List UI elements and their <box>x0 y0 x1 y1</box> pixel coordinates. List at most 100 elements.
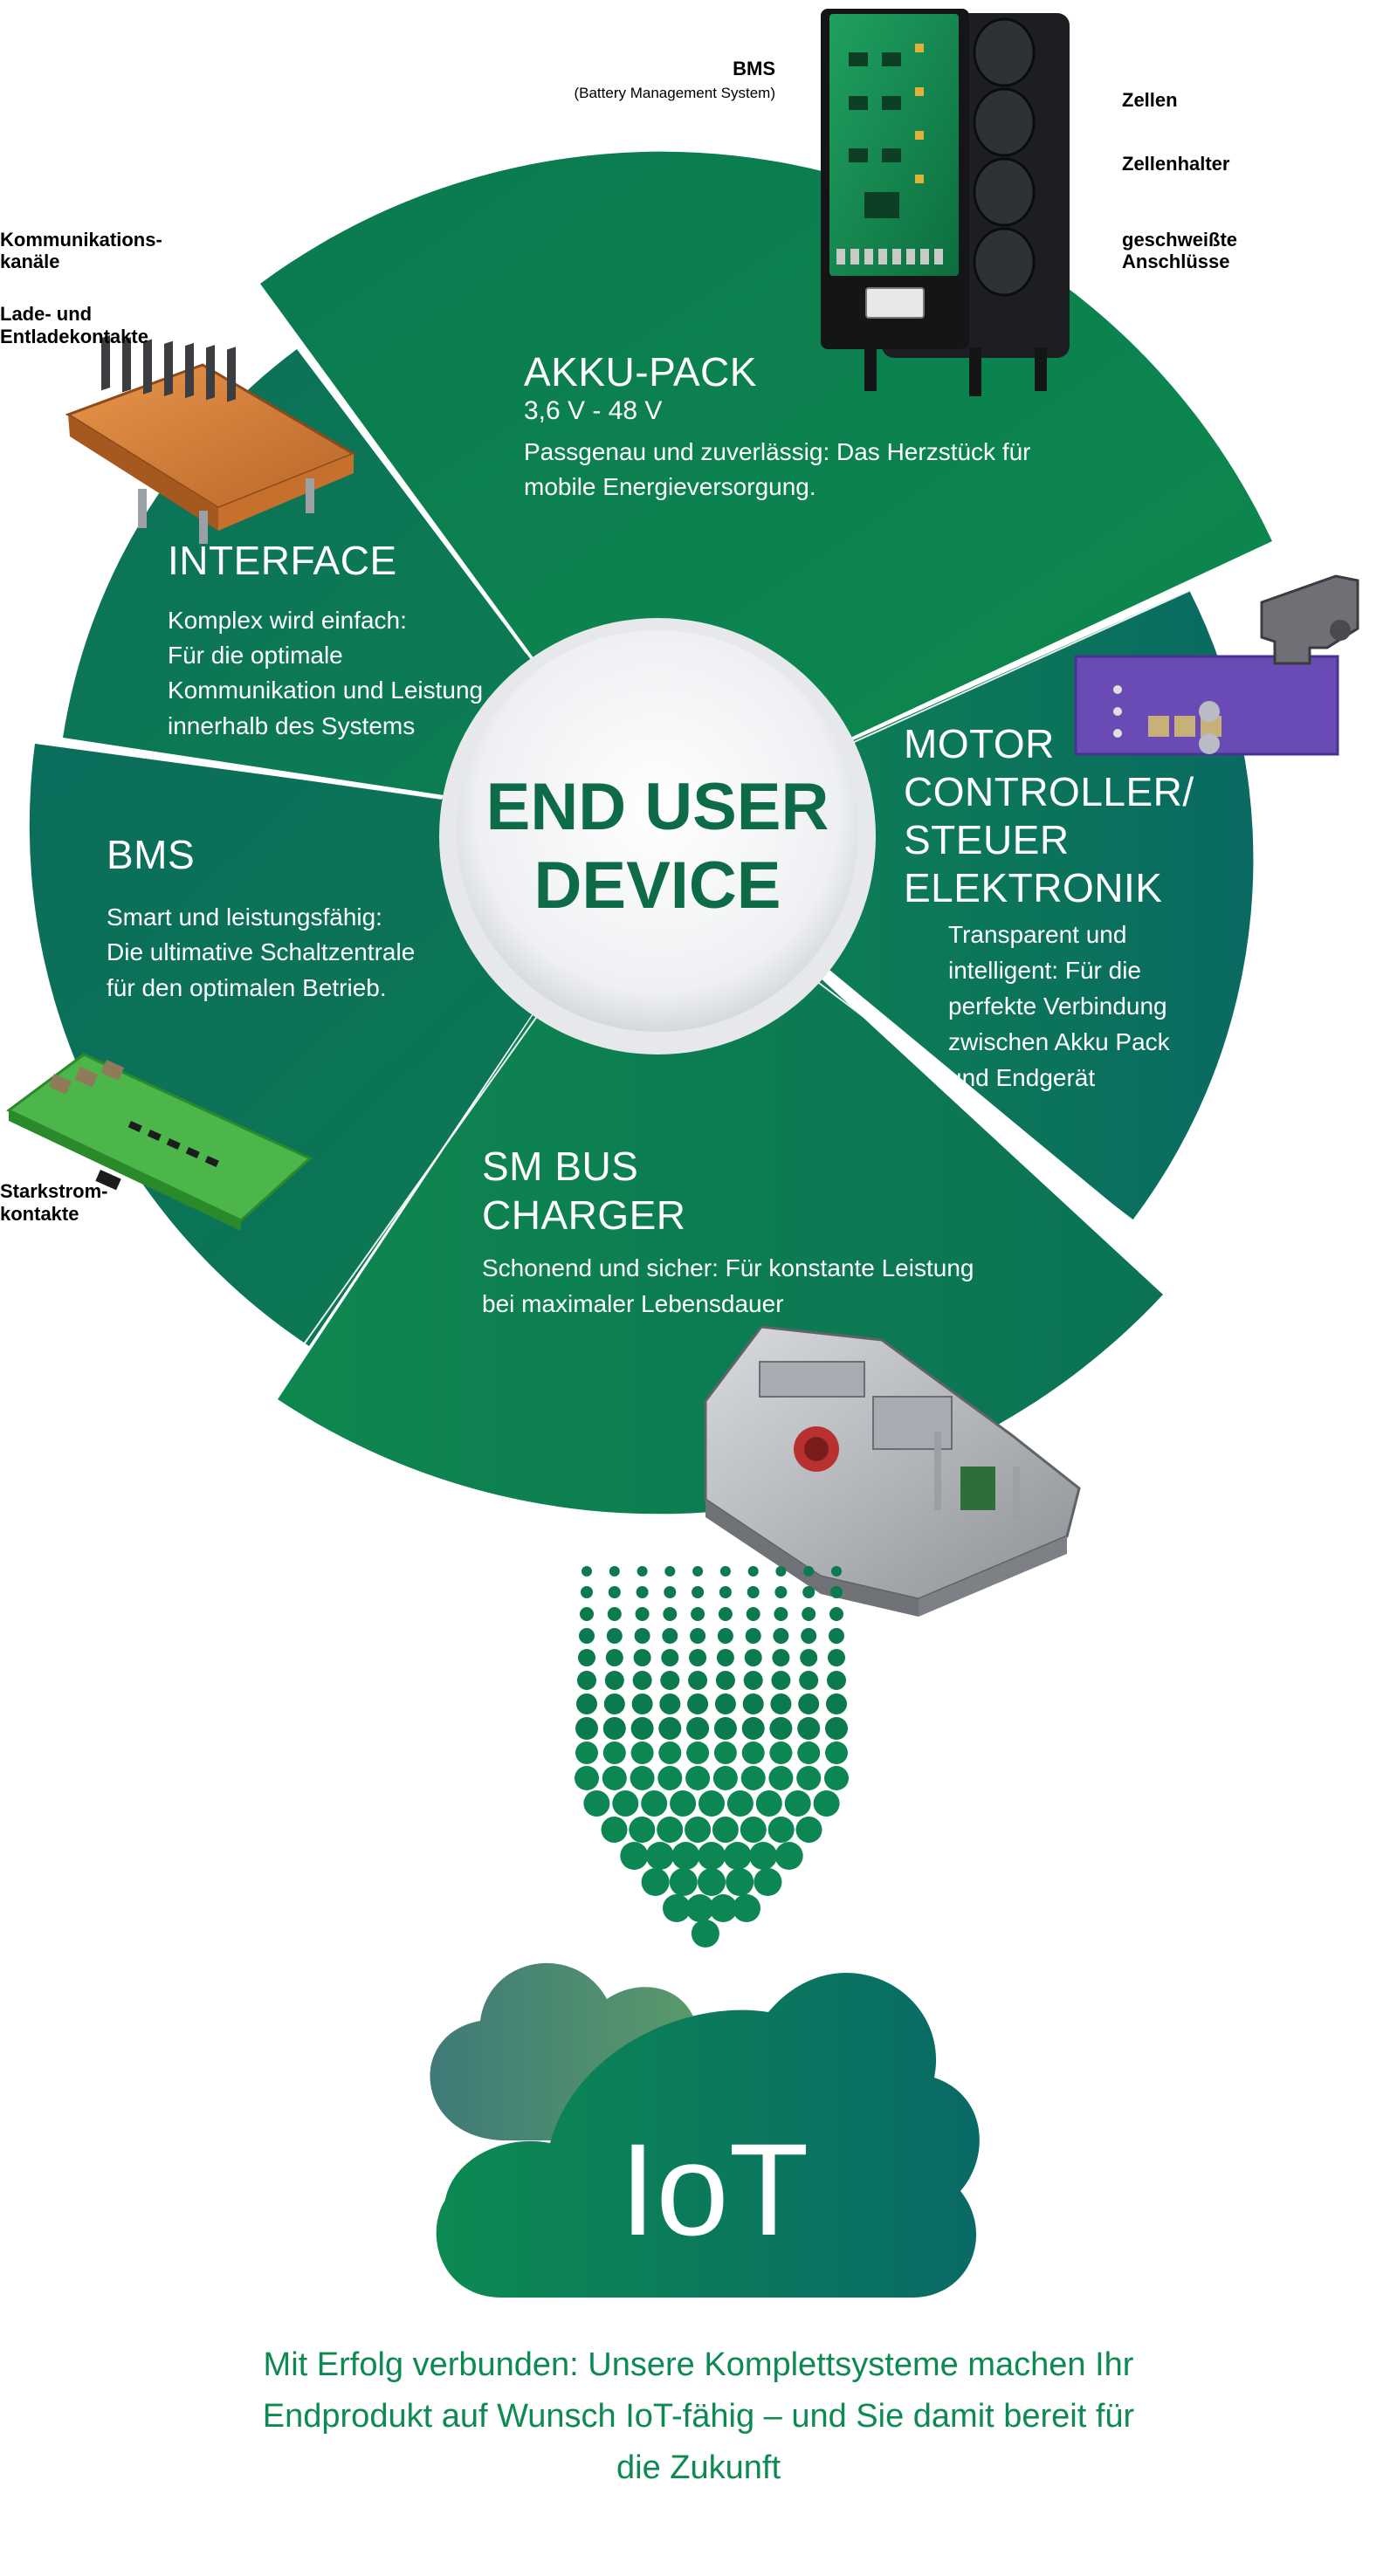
arrow-dot <box>685 1894 714 1922</box>
arrow-dot <box>636 1586 649 1598</box>
arrow-dot <box>690 1628 706 1644</box>
callout-anschluesse-line: geschweißte <box>1122 229 1237 251</box>
arrow-dot <box>645 1842 674 1870</box>
bms-text: BMS Smart und leistungsfähig: Die ultima… <box>107 832 415 1001</box>
arrow-dot <box>744 1649 762 1666</box>
arrow-dot <box>579 1628 595 1644</box>
arrow-dot <box>698 1868 726 1896</box>
motor-body-line: zwischen Akku Pack <box>948 1028 1171 1055</box>
divider-line <box>60 744 443 800</box>
segment-charger[interactable] <box>278 828 1163 1515</box>
arrow-dot <box>607 1607 622 1621</box>
arrow-dot <box>633 1649 651 1666</box>
arrow-dot <box>723 1842 752 1870</box>
arrow-dot <box>747 1566 759 1577</box>
arrow-dot <box>795 1817 822 1843</box>
arrow-dot <box>801 1628 817 1644</box>
arrow-dot <box>796 1766 822 1790</box>
divider-line <box>303 1014 539 1345</box>
arrow-dot <box>717 1628 733 1644</box>
center-hub[interactable]: END USER DEVICE <box>439 618 876 1054</box>
arrow-dot <box>688 1671 708 1690</box>
arrow-dot <box>770 1693 792 1714</box>
callout-starkstrom-line: Starkstrom- <box>0 1180 107 1202</box>
arrow-dot <box>747 1586 760 1598</box>
arrow-dot <box>769 1741 793 1764</box>
arrow-dot <box>775 1566 787 1577</box>
arrow-dot <box>713 1717 737 1740</box>
bms-body-line: Die ultimative Schaltzentrale <box>107 938 415 965</box>
arrow-dot <box>712 1817 739 1843</box>
arrow-dot <box>742 1693 764 1714</box>
arrow-dot <box>670 1790 697 1817</box>
arrow-dot <box>575 1741 598 1764</box>
arrow-dot <box>692 1586 705 1598</box>
callout-bms: BMS <box>733 58 775 79</box>
arrow-dot <box>827 1671 846 1690</box>
arrow-dot <box>772 1649 790 1666</box>
divider-line <box>811 977 1136 1223</box>
arrow-dot <box>601 1817 628 1843</box>
arrow-dot <box>575 1766 599 1790</box>
divider-line <box>851 585 1201 744</box>
arrow-dot <box>687 1693 709 1714</box>
arrow-dot <box>577 1671 596 1690</box>
arrow-dot <box>575 1717 598 1740</box>
arrow-dot <box>605 1649 623 1666</box>
interface-body-line: innerhalb des Systems <box>168 712 415 739</box>
callout-zellen: Zellen <box>1122 89 1178 111</box>
arrow-dot <box>802 1607 816 1621</box>
dot-arrow <box>575 1566 849 1947</box>
arrow-dot <box>657 1817 684 1843</box>
arrow-dot <box>767 1817 795 1843</box>
arrow-dot <box>784 1790 811 1817</box>
arrow-dot <box>726 1868 754 1896</box>
arrow-dot <box>698 1790 725 1817</box>
bms-body-line: Smart und leistungsfähig: <box>107 903 382 931</box>
arrow-dot <box>602 1766 627 1790</box>
charger-title-line: SM BUS <box>482 1144 638 1189</box>
arrow-dot <box>746 1607 760 1621</box>
iot-cloud[interactable]: IoT <box>430 1962 980 2298</box>
callout-ladekontakte-line: Lade- und <box>0 303 92 325</box>
arrow-dot <box>754 1868 782 1896</box>
arrow-dot <box>773 1628 789 1644</box>
arrow-dot <box>671 1842 700 1870</box>
arrow-dot <box>800 1649 818 1666</box>
arrow-dot <box>716 1649 734 1666</box>
divider-line <box>305 351 527 654</box>
arrow-dot <box>632 1671 652 1690</box>
arrow-dot <box>629 1817 656 1843</box>
arrow-dot <box>741 1741 765 1764</box>
tagline-line: Mit Erfolg verbunden: Unsere Komplettsys… <box>263 2346 1134 2383</box>
callout-zellenhalter: Zellenhalter <box>1122 153 1230 175</box>
arrow-dot <box>663 1894 691 1922</box>
arrow-dot <box>612 1790 639 1817</box>
charger-body-line: Schonend und sicher: Für konstante Leist… <box>482 1254 974 1281</box>
bms-body-line: für den optimalen Betrieb. <box>107 974 387 1001</box>
arrow-dot <box>831 1566 842 1577</box>
arrow-dot <box>802 1586 815 1598</box>
arrow-dot <box>691 1920 719 1947</box>
arrow-dot <box>631 1693 653 1714</box>
motor-body-line: intelligent: Für die <box>948 957 1141 984</box>
charger-illustration <box>704 1325 1081 1617</box>
motor-body-line: perfekte Verbindung <box>948 993 1167 1020</box>
akku-pack-body-line: mobile Energieversorgung. <box>524 473 816 500</box>
arrow-dot <box>634 1628 650 1644</box>
motor-body-line: Transparent und <box>948 921 1126 948</box>
arrow-dot <box>664 1586 677 1598</box>
arrow-dot <box>602 1741 626 1764</box>
arrow-dot <box>582 1566 592 1577</box>
arrow-dot <box>630 1741 654 1764</box>
arrow-dot <box>733 1894 760 1922</box>
arrow-dot <box>824 1766 849 1790</box>
arrow-dot <box>755 1790 782 1817</box>
arrow-dot <box>745 1628 761 1644</box>
arrow-dot <box>630 1766 655 1790</box>
arrow-dot <box>713 1741 737 1764</box>
arrow-dot <box>657 1766 683 1790</box>
arrow-dot <box>768 1766 794 1790</box>
arrow-dot <box>641 1790 668 1817</box>
